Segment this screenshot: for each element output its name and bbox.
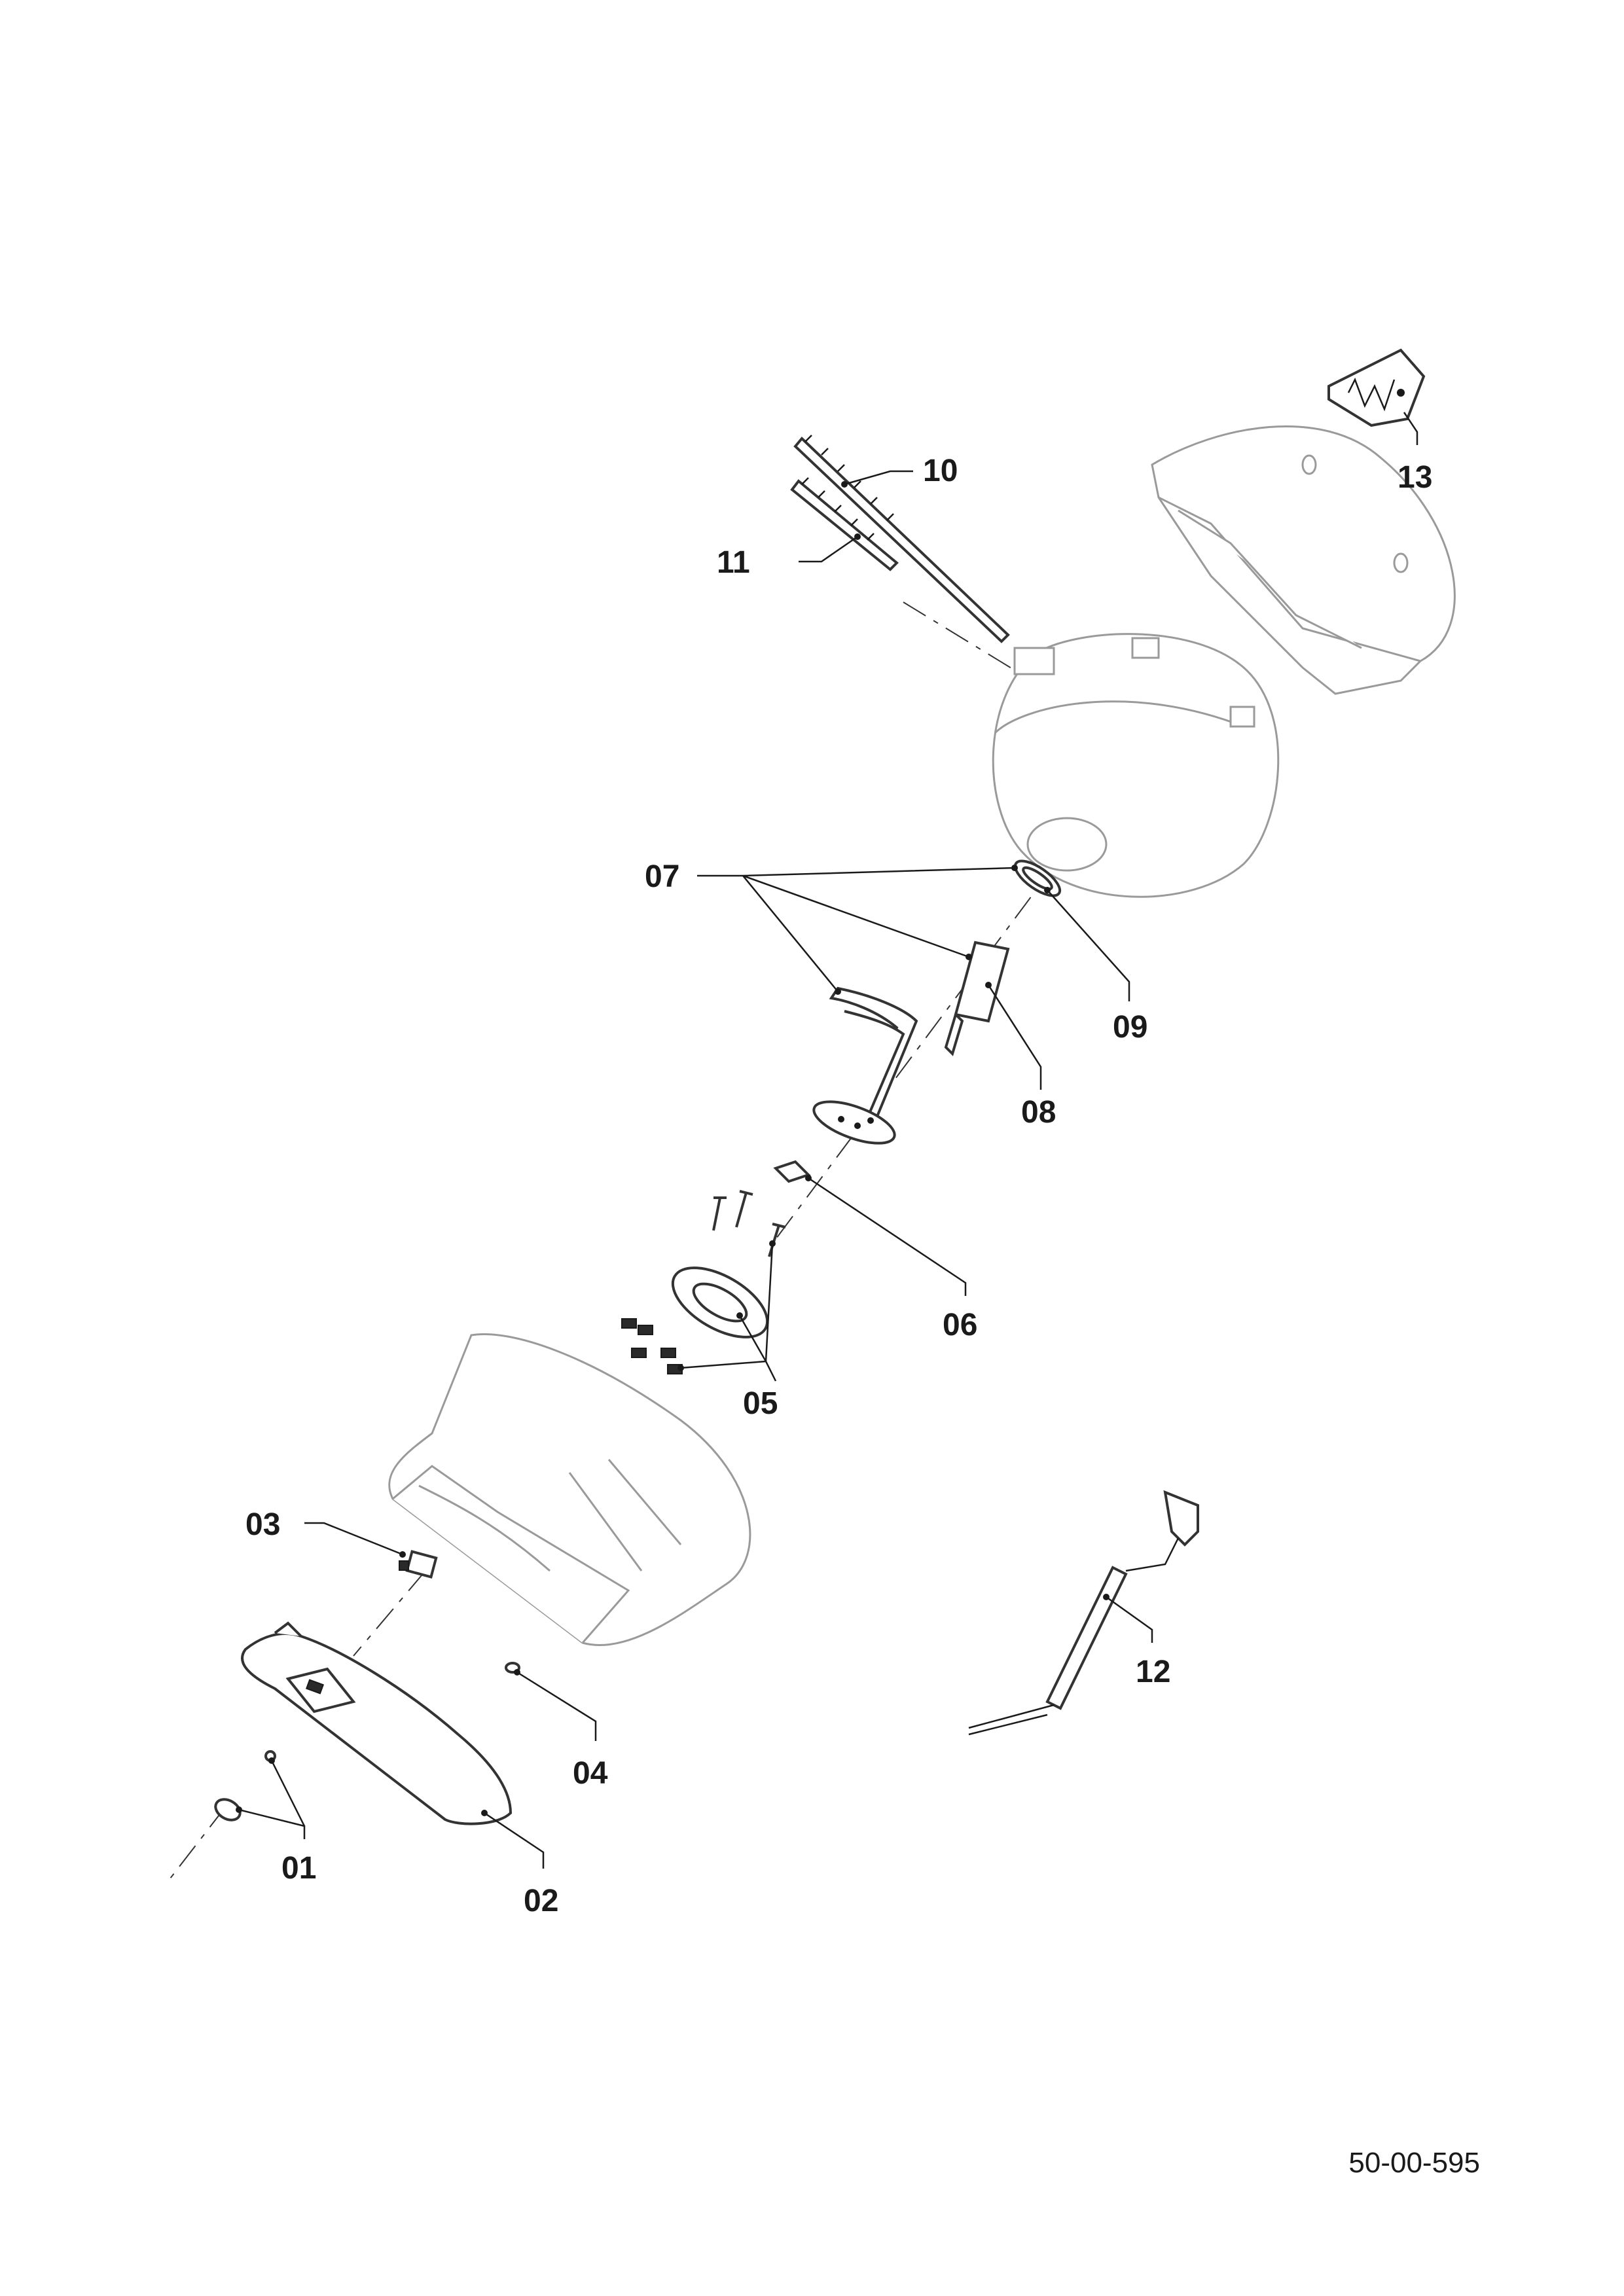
part-labels: 10 11 13 07 09 08 06 05 03 12 04 01 02 bbox=[245, 454, 1432, 1918]
label-09: 09 bbox=[1113, 1010, 1147, 1045]
water-tank bbox=[992, 633, 1280, 898]
part-03-connector bbox=[399, 1550, 438, 1579]
label-03: 03 bbox=[245, 1507, 280, 1542]
label-01: 01 bbox=[281, 1851, 316, 1886]
part-09-gasket bbox=[1013, 859, 1062, 897]
document-number: 50-00-595 bbox=[1348, 2147, 1480, 2179]
part-13-label-plate bbox=[1327, 348, 1426, 427]
label-11: 11 bbox=[717, 545, 750, 580]
part-10-anode-rod bbox=[793, 435, 1010, 643]
part-01-knob bbox=[214, 1750, 276, 1821]
label-04: 04 bbox=[573, 1756, 608, 1791]
part-08-thermostat-sheath bbox=[944, 941, 1010, 1056]
part-06-plate bbox=[773, 1160, 811, 1183]
label-05: 05 bbox=[743, 1386, 778, 1421]
part-11-anode-rod bbox=[790, 477, 899, 571]
label-06: 06 bbox=[943, 1308, 977, 1342]
front-casing bbox=[388, 1333, 751, 1647]
assembly-axis bbox=[170, 601, 1061, 1879]
label-02: 02 bbox=[524, 1884, 558, 1918]
label-13: 13 bbox=[1398, 460, 1432, 495]
leader-lines bbox=[236, 412, 1418, 1869]
part-12-power-cord bbox=[968, 1490, 1199, 1736]
rear-cover-housing bbox=[1151, 425, 1456, 695]
label-07: 07 bbox=[645, 859, 679, 894]
label-08: 08 bbox=[1021, 1095, 1056, 1130]
part-05-flange-and-screws bbox=[621, 1190, 786, 1374]
part-02-front-cover bbox=[241, 1621, 513, 1825]
part-07-heating-element bbox=[812, 986, 918, 1145]
label-10: 10 bbox=[923, 454, 958, 488]
label-12: 12 bbox=[1136, 1655, 1170, 1689]
